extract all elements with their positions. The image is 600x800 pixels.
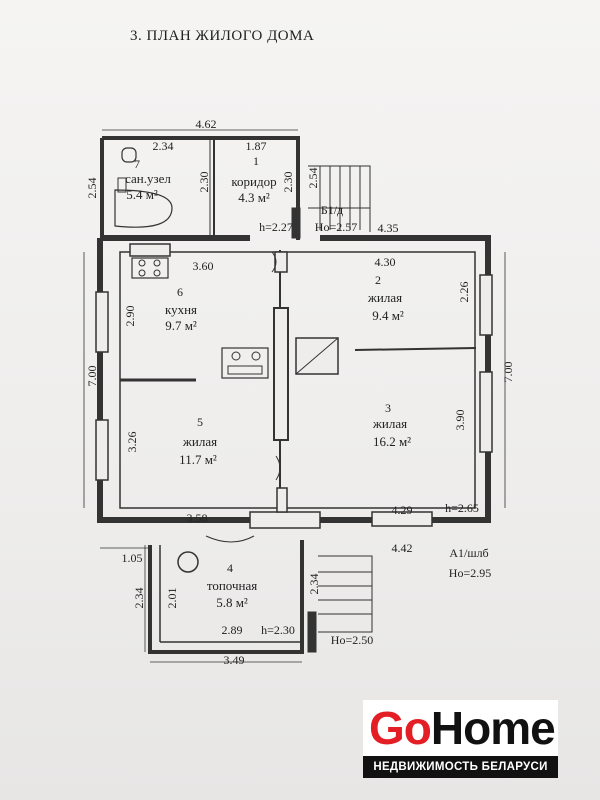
room-6-name: кухня — [165, 302, 197, 317]
oven — [221, 347, 269, 379]
room-5-number: 5 — [197, 415, 203, 429]
pillar-bottom — [276, 487, 288, 513]
room-4-name: топочная — [207, 578, 257, 593]
dim-2-54-right: 2.54 — [306, 168, 320, 189]
dim-2-34-boiler-left: 2.34 — [132, 588, 146, 609]
window-left-2 — [95, 419, 109, 481]
house-inner-wall-line — [119, 251, 476, 509]
dim-h-2-65: h=2.65 — [445, 501, 479, 515]
dim-4-62: 4.62 — [196, 117, 217, 131]
room-4-area: 5.8 м² — [216, 595, 248, 610]
room-7-number: 7 — [134, 157, 140, 171]
entrance-stairs — [308, 165, 371, 232]
dim-4-42: 4.42 — [392, 541, 413, 555]
dim-2-26: 2.26 — [457, 282, 471, 303]
bath-icon — [114, 189, 173, 228]
room-1-area: 4.3 м² — [238, 190, 270, 205]
pillar-top — [274, 251, 288, 273]
dim-h-2-27: h=2.27 — [259, 220, 293, 234]
room-1-number: 1 — [253, 154, 259, 168]
window-bottom-2 — [371, 511, 433, 527]
annex-outline — [100, 136, 300, 240]
door-swing-3 — [205, 535, 255, 543]
window-top — [129, 243, 171, 257]
window-bottom-1 — [249, 511, 321, 529]
room-7-area: 5.4 м² — [126, 187, 158, 202]
window-right-2 — [479, 371, 493, 453]
room-6-area: 9.7 м² — [165, 318, 197, 333]
dim-2-30-b: 2.30 — [281, 172, 295, 193]
dim-7-00-left: 7.00 — [85, 366, 99, 387]
label-ho-2-57: Но=2.57 — [315, 220, 357, 234]
room-3-number: 3 — [385, 401, 391, 415]
gohome-logo[interactable]: GoHome НЕДВИЖИМОСТЬ БЕЛАРУСИ — [363, 700, 558, 778]
room-6-number: 6 — [177, 285, 183, 299]
door-swing-1 — [271, 251, 277, 273]
page-title: 3. ПЛАН ЖИЛОГО ДОМА — [130, 28, 315, 44]
window-right-1 — [479, 274, 493, 336]
dim-4-29: 4.29 — [392, 503, 413, 517]
dim-3-60: 3.60 — [193, 259, 214, 273]
room-2-name: жилая — [367, 290, 402, 305]
boiler-room-outline — [148, 540, 304, 654]
dim-2-34-boiler-right: 2.34 — [307, 574, 321, 595]
room-3-name: жилая — [372, 416, 407, 431]
room-5-name: жилая — [182, 434, 217, 449]
room-2-area: 9.4 м² — [372, 308, 404, 323]
toilet-icon — [121, 147, 137, 163]
rear-stairs — [318, 555, 373, 633]
partition-room2-room3 — [354, 347, 477, 351]
dim-h-2-30: h=2.30 — [261, 623, 295, 637]
dim-2-01: 2.01 — [165, 588, 179, 609]
room-5-area: 11.7 м² — [179, 452, 217, 467]
dim-4-30: 4.30 — [375, 255, 396, 269]
room-7-name: сан.узел — [125, 171, 171, 186]
room-2-number: 2 — [375, 273, 381, 287]
central-pillar — [273, 307, 289, 441]
dim-2-30-a: 2.30 — [197, 172, 211, 193]
label-ho-2-95: Но=2.95 — [449, 566, 491, 580]
room-4-number: 4 — [227, 561, 233, 575]
room-1-name: коридор — [231, 174, 276, 189]
dim-1-87: 1.87 — [246, 139, 267, 153]
label-a1: А1/шлб — [449, 546, 488, 560]
logo-subtitle: НЕДВИЖИМОСТЬ БЕЛАРУСИ — [363, 756, 558, 778]
label-b1: Б1/д — [321, 203, 343, 217]
dim-2-90: 2.90 — [123, 306, 137, 327]
label-ho-2-50: Но=2.50 — [331, 633, 373, 647]
door-swing-2 — [275, 455, 281, 481]
boiler-icon — [177, 551, 199, 573]
room-3-area: 16.2 м² — [373, 434, 411, 449]
logo-home: Home — [430, 702, 556, 754]
dim-2-54-left: 2.54 — [85, 178, 99, 199]
dim-3-26: 3.26 — [125, 432, 139, 453]
stove-top — [131, 257, 169, 279]
dim-1-05: 1.05 — [122, 551, 143, 565]
dim-7-00-right: 7.00 — [501, 362, 515, 383]
dim-3-58: 3.58 — [187, 511, 208, 525]
dim-3-90: 3.90 — [453, 410, 467, 431]
dim-2-89: 2.89 — [222, 623, 243, 637]
logo-go: Go — [369, 702, 432, 754]
dim-2-34-top: 2.34 — [153, 139, 174, 153]
window-left-1 — [95, 291, 109, 353]
dim-3-49: 3.49 — [224, 653, 245, 667]
dim-4-35: 4.35 — [378, 221, 399, 235]
